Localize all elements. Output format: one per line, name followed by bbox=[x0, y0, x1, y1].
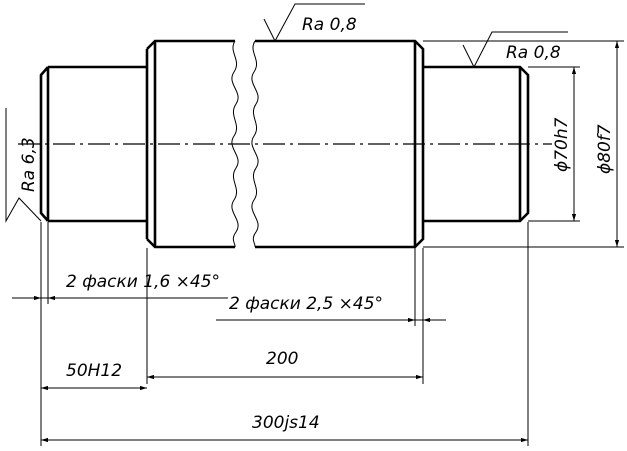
roughness-symbol-top: Ra 0,8 bbox=[263, 3, 365, 43]
roughness-symbol-left: Ra 6,3 bbox=[5, 108, 42, 223]
dimension-middle-length: 200 bbox=[147, 349, 423, 380]
extension-lines bbox=[40, 40, 624, 446]
dimension-total-length: 300js14 bbox=[41, 413, 528, 443]
total-length-label: 300js14 bbox=[252, 413, 320, 433]
dimension-chamfer-small: 2 фаски 1,6 ×45° bbox=[12, 272, 228, 301]
diameter-large-label: ϕ80f7 bbox=[595, 124, 615, 174]
roughness-right-label: Ra 0,8 bbox=[506, 43, 561, 63]
roughness-top-label: Ra 0,8 bbox=[302, 15, 357, 35]
dimension-chamfer-large: 2 фаски 2,5 ×45° bbox=[216, 294, 446, 323]
chamfer-large-label: 2 фаски 2,5 ×45° bbox=[229, 294, 383, 314]
step-length-label: 50H12 bbox=[66, 361, 122, 381]
roughness-symbol-right: Ra 0,8 bbox=[462, 31, 568, 69]
dimension-step-length: 50H12 bbox=[41, 361, 147, 391]
dimension-diameter-large: ϕ80f7 bbox=[595, 41, 620, 247]
diameter-small-label: ϕ70h7 bbox=[552, 117, 572, 172]
middle-length-label: 200 bbox=[266, 349, 298, 369]
break-lines bbox=[231, 40, 259, 248]
roughness-left-label: Ra 6,3 bbox=[19, 137, 39, 192]
dimension-diameter-small: ϕ70h7 bbox=[552, 67, 577, 221]
chamfer-small-label: 2 фаски 1,6 ×45° bbox=[66, 272, 220, 292]
